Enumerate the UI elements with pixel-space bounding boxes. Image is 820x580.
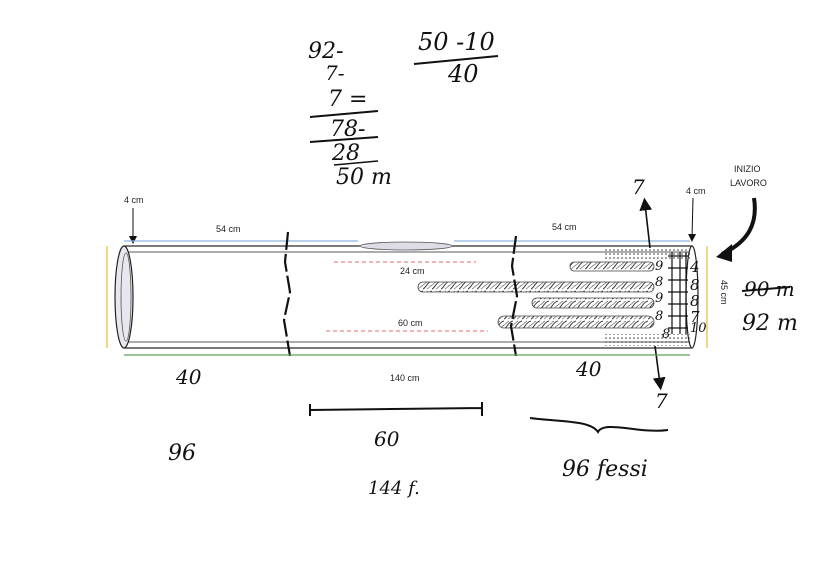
- bottom-arrow-line: [652, 345, 666, 391]
- cable-band-2: [417, 281, 655, 293]
- height-label: 45 cm: [719, 280, 729, 305]
- tube-body: [123, 245, 693, 349]
- cable-band-3: [531, 297, 655, 309]
- right-digit-5: 10: [690, 321, 707, 336]
- row-number-3: 9: [655, 291, 663, 306]
- calc-7-first: 7-: [325, 61, 345, 85]
- right-forty: 40: [575, 357, 602, 381]
- start-arrow-icon: [721, 197, 757, 256]
- top-right-length: 54 cm: [552, 222, 577, 232]
- cable-band-1: [569, 261, 655, 272]
- right-digit-4: 7: [690, 308, 700, 326]
- cable-band-4: [497, 315, 655, 329]
- mid-sixty: 60: [374, 427, 400, 451]
- fraction-bar: [413, 55, 499, 65]
- right-note-92m: 92 m: [742, 311, 798, 336]
- lavoro-label: LAVORO: [730, 178, 767, 188]
- calc-underline-3: [333, 160, 379, 166]
- left-cuff-ellipse: [114, 245, 134, 349]
- strike-90m: [741, 286, 791, 292]
- row-number-4: 8: [655, 309, 663, 324]
- dotted-zone-top: [604, 247, 690, 259]
- right-cuff-label: 4 cm: [686, 186, 706, 196]
- calc-underline-1: [309, 110, 379, 118]
- calc-50m: 50 m: [336, 165, 392, 190]
- length-24-label: 24 cm: [400, 266, 425, 276]
- tube-top-opening: [359, 241, 453, 251]
- left-cuff-label: 4 cm: [124, 195, 144, 205]
- calc-7-second: 7 =: [328, 87, 367, 112]
- inizio-label: INIZIO: [734, 164, 761, 174]
- right-digit-2: 8: [690, 276, 700, 294]
- length-60-label: 60 cm: [398, 318, 423, 328]
- mid-144: 144 f.: [368, 478, 420, 499]
- left-cuff-inner: [120, 252, 132, 342]
- sixty-bracket: [309, 402, 483, 416]
- top-seven: 7: [632, 175, 645, 199]
- row-number-2: 8: [655, 275, 663, 290]
- start-arrow-head: [716, 244, 732, 262]
- row-number-5: 8: [662, 327, 670, 342]
- calc-underline-2: [309, 136, 379, 143]
- left-96: 96: [168, 441, 196, 466]
- divider-right: [509, 235, 519, 357]
- fraction-denominator: 40: [447, 60, 479, 88]
- right-cuff-arrow-icon: [688, 197, 697, 242]
- calc-92: 92-: [308, 39, 343, 64]
- row-number-1: 9: [655, 259, 663, 274]
- total-length-label: 140 cm: [390, 373, 420, 383]
- top-arrow-line: [639, 197, 653, 249]
- right-digit-3: 8: [690, 292, 700, 310]
- dotted-zone-bottom: [604, 334, 690, 346]
- calc-28: 28: [331, 141, 360, 166]
- brace-right: [529, 417, 669, 434]
- fraction-numerator: 50 -10: [418, 28, 495, 56]
- left-forty: 40: [175, 365, 202, 389]
- right-96-fessi: 96 fessi: [562, 457, 648, 482]
- top-left-length: 54 cm: [216, 224, 241, 234]
- bottom-seven: 7: [655, 389, 668, 413]
- divider-left: [282, 231, 292, 357]
- tick-marks: [668, 252, 688, 334]
- right-digit-1: 4: [689, 258, 700, 276]
